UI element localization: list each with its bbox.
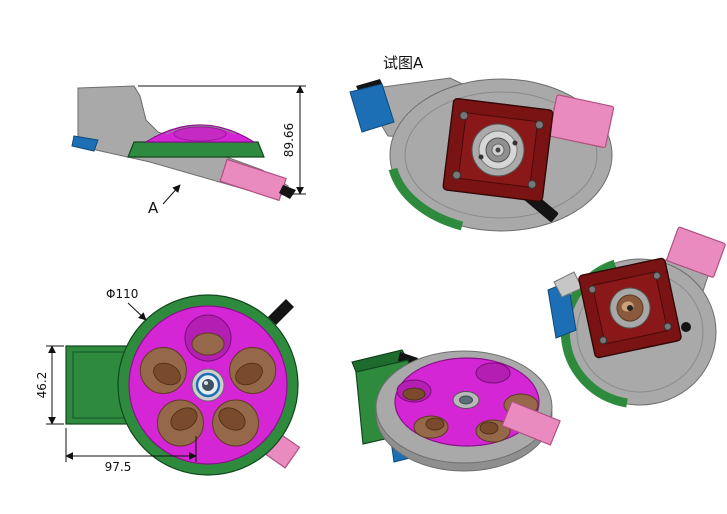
dim-overall-height: 89.66 [138, 85, 306, 195]
top-view: Φ110 46.2 97.5 [35, 287, 301, 476]
riso-mount-plate [578, 257, 682, 359]
dim-disc-diameter-text: Φ110 [106, 287, 138, 301]
top-center-lens [191, 368, 225, 402]
section-arrow-label: A [148, 199, 159, 217]
dim-body-height-text: 46.2 [35, 372, 49, 399]
plate-screw [534, 120, 544, 130]
plate-screw [663, 322, 672, 331]
objective-hole-left-lower [156, 399, 204, 447]
side-view: 89.66 A [71, 85, 306, 217]
dim-disc-diameter: Φ110 [106, 287, 147, 321]
iso-mount-plate [442, 98, 554, 202]
section-arrow-a: A [148, 184, 181, 217]
side-dome-lens [173, 126, 227, 142]
side-dome-shading [165, 125, 237, 135]
side-black-tip [279, 185, 296, 199]
plate-screw [459, 111, 469, 121]
dim-overall-height-text: 89.66 [282, 123, 296, 157]
top-black-handle [268, 299, 294, 325]
iso-blue-clamp [349, 83, 395, 133]
biso-center-boss [452, 391, 480, 409]
objective-holes [139, 314, 277, 447]
side-pink-tab [219, 158, 287, 202]
plate-screw [599, 336, 608, 345]
side-green-plate [127, 141, 265, 158]
dim-body-width-text: 97.5 [105, 460, 132, 474]
iso-green-rim [388, 167, 464, 231]
side-blue-clamp [71, 135, 99, 152]
iso-view-a: 试图A [349, 54, 615, 232]
objective-hole-left-upper [139, 347, 187, 394]
iso-disc-rim [404, 91, 598, 219]
objective-hole-right-upper [229, 347, 277, 394]
plate-screw [527, 179, 537, 189]
bottom-iso-view [351, 349, 561, 472]
riso-black-knob [681, 322, 691, 332]
plate-screw [652, 271, 661, 280]
plate-screw [452, 170, 462, 180]
view-a-title: 试图A [383, 54, 424, 72]
biso-pink-tab [501, 400, 561, 446]
iso-center-boss [471, 123, 525, 177]
objective-hole-top [184, 314, 232, 362]
riso-center-lens [609, 287, 651, 329]
objective-hole-right-lower [212, 399, 260, 447]
dim-body-height: 46.2 [35, 345, 64, 425]
rear-iso-view [547, 226, 726, 408]
riso-pink-block [666, 226, 726, 278]
plate-screw [588, 285, 597, 294]
dim-body-width: 97.5 [65, 428, 197, 474]
